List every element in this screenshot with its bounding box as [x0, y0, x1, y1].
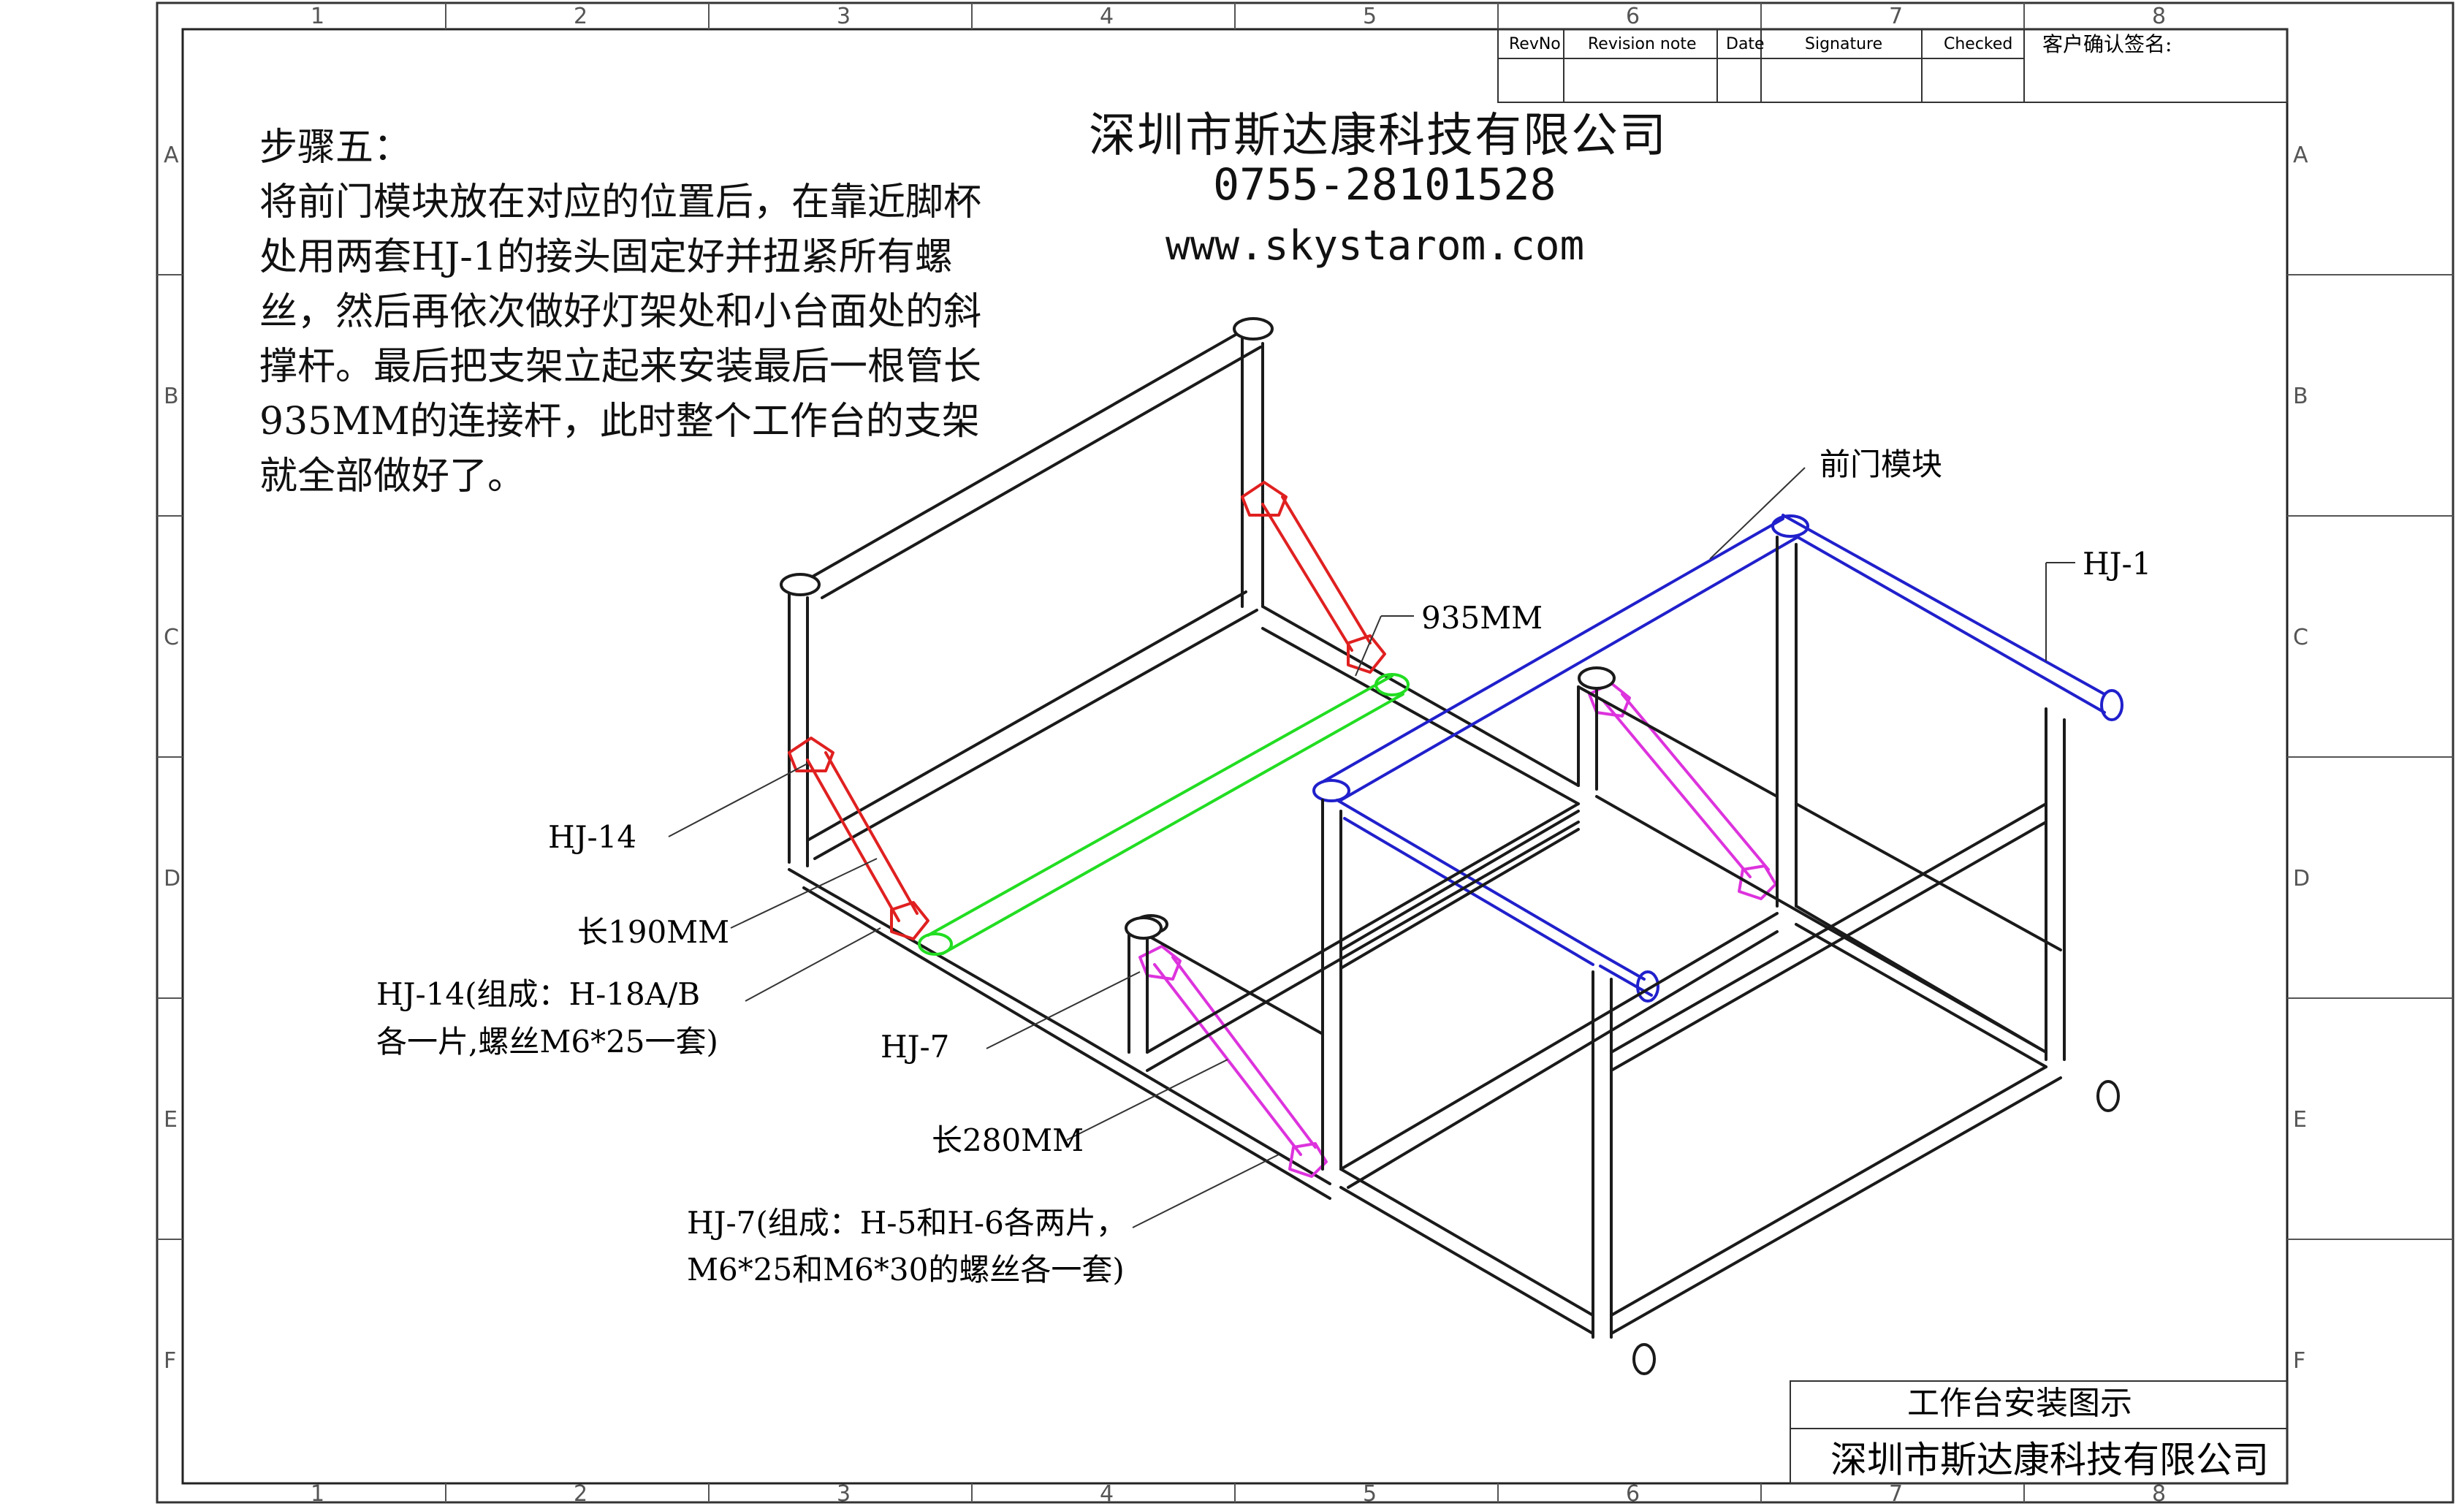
red-brace-right: [1241, 481, 1386, 674]
hj7-composition-line2: M6*25和M6*30的螺丝各一套): [687, 1252, 1125, 1288]
workbench-frame: [780, 317, 2123, 1375]
date-header: Date: [1726, 35, 1765, 53]
svg-text:B: B: [164, 384, 179, 409]
svg-text:A: A: [164, 142, 179, 168]
svg-text:3: 3: [837, 4, 851, 29]
title-block-title: 工作台安装图示: [1907, 1385, 2132, 1422]
svg-text:C: C: [164, 625, 179, 650]
revision-note-header: Revision note: [1588, 35, 1697, 53]
step-title: 步骤五：: [259, 126, 412, 170]
svg-text:7: 7: [1889, 1481, 1903, 1506]
company-name: 深圳市斯达康科技有限公司: [1089, 109, 1668, 163]
svg-text:F: F: [164, 1348, 176, 1374]
company-phone: 0755-28101528: [1213, 159, 1556, 210]
svg-text:A: A: [2293, 142, 2308, 168]
svg-text:4: 4: [1100, 1481, 1114, 1506]
svg-text:1: 1: [311, 1481, 324, 1506]
hj7-label: HJ-7: [881, 1029, 949, 1065]
svg-text:6: 6: [1626, 1481, 1640, 1506]
grid-labels-right: A B C D E F: [2293, 142, 2310, 1374]
red-brace-left: [788, 737, 929, 940]
hj14-composition-line1: HJ-14(组成：H-18A/B: [376, 976, 700, 1012]
front-door-module-label: 前门模块: [1820, 446, 1942, 482]
blue-front-door-module: [1312, 514, 2123, 1003]
green-connecting-bar: [918, 673, 1410, 956]
outer-border: [156, 1, 2455, 1504]
svg-text:7: 7: [1889, 4, 1903, 29]
svg-text:2: 2: [574, 4, 588, 29]
step-instructions: 将前门模块放在对应的位置后，在靠近脚杯处用两套HJ-1的接头固定好并扭紧所有螺丝…: [259, 180, 982, 498]
svg-text:B: B: [2293, 384, 2308, 409]
svg-text:2: 2: [574, 1481, 588, 1506]
leader-lines: [668, 467, 2075, 1228]
grid-labels-left: A B C D E F: [164, 142, 180, 1374]
svg-text:6: 6: [1626, 4, 1640, 29]
hj1-label: HJ-1: [2083, 546, 2151, 582]
svg-text:D: D: [164, 866, 180, 891]
hj14-label: HJ-14: [548, 819, 636, 855]
checked-header: Checked: [1944, 35, 2012, 53]
svg-text:5: 5: [1363, 4, 1377, 29]
front-frame: [1125, 536, 2120, 1375]
svg-text:4: 4: [1100, 4, 1114, 29]
customer-signature-header: 客户确认签名:: [2042, 32, 2172, 56]
grid-col-1: 1: [311, 4, 324, 29]
svg-text:E: E: [164, 1107, 178, 1133]
hj7-composition-line1: HJ-7(组成：H-5和H-6各两片，: [687, 1205, 1127, 1241]
grid-ticks: [157, 3, 2453, 1502]
svg-text:8: 8: [2152, 4, 2166, 29]
svg-text:D: D: [2293, 866, 2310, 891]
signature-header: Signature: [1805, 35, 1882, 53]
magenta-brace-back: [1588, 682, 1777, 900]
svg-text:C: C: [2293, 625, 2308, 650]
company-website: www.skystarom.com: [1166, 222, 1585, 270]
grid-labels-top: 1 2 3 4 5 6 7 8: [311, 4, 2166, 29]
svg-text:F: F: [2293, 1348, 2305, 1374]
length-935-label: 935MM: [1421, 600, 1543, 636]
title-block: [1790, 1380, 2288, 1484]
grid-labels-bottom: 1 2 3 4 5 6 7 8: [311, 1481, 2166, 1506]
length-280-label: 长280MM: [932, 1122, 1084, 1158]
svg-text:3: 3: [837, 1481, 851, 1506]
revision-table-headers: RevNo Revision note Date Signature Check…: [1509, 32, 2172, 56]
length-190-label: 长190MM: [577, 914, 729, 950]
title-block-company: 深圳市斯达康科技有限公司: [1830, 1439, 2269, 1481]
hj14-composition-line2: 各一片,螺丝M6*25一套): [376, 1024, 718, 1060]
back-frame: [788, 327, 1580, 1200]
svg-text:E: E: [2293, 1107, 2307, 1133]
rev-no-header: RevNo: [1509, 35, 1561, 53]
revision-table: [1497, 28, 2288, 103]
svg-text:5: 5: [1363, 1481, 1377, 1506]
svg-text:8: 8: [2152, 1481, 2166, 1506]
